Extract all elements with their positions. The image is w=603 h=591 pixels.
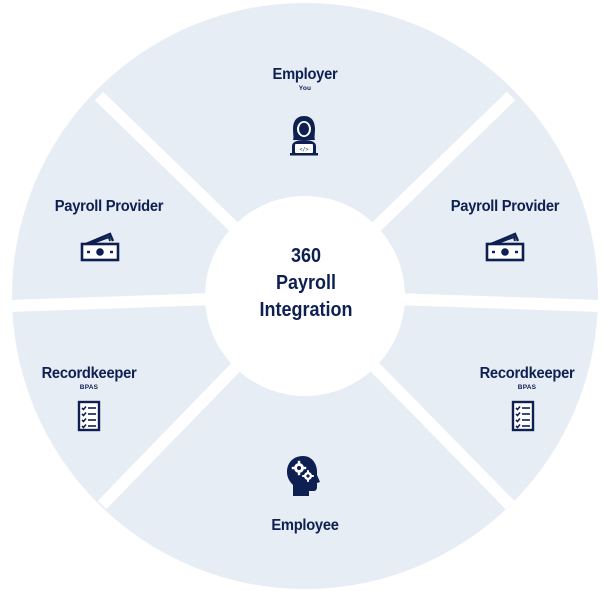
checklist-icon xyxy=(511,400,535,432)
segment-payroll-provider-left-title: Payroll Provider xyxy=(54,198,164,215)
segment-employee: Employee xyxy=(240,517,370,535)
segment-recordkeeper-left: Recordkeeper BPAS xyxy=(24,365,154,391)
segment-employer-title: Employer xyxy=(272,66,338,83)
center-line-3: Integration xyxy=(259,299,353,321)
center-label: 360 Payroll Integration xyxy=(221,243,392,324)
segment-employer-subtitle: You xyxy=(298,85,312,92)
center-line-1: 360 xyxy=(290,245,322,267)
segment-payroll-provider-right-title: Payroll Provider xyxy=(450,198,560,215)
segment-recordkeeper-right-title: Recordkeeper xyxy=(479,365,575,382)
segment-employer: Employer You xyxy=(240,66,370,92)
center-line-2: Payroll xyxy=(275,272,337,294)
segment-recordkeeper-left-title: Recordkeeper xyxy=(41,365,137,382)
segment-payroll-provider-left: Payroll Provider xyxy=(34,198,184,216)
segment-employee-title: Employee xyxy=(271,517,339,534)
segment-recordkeeper-right-subtitle: BPAS xyxy=(517,384,537,391)
money-stack-icon xyxy=(485,232,525,262)
segment-recordkeeper-right: Recordkeeper BPAS xyxy=(462,365,592,391)
checklist-icon xyxy=(77,400,101,432)
head-gears-icon xyxy=(287,456,320,496)
person-laptop-icon: </> xyxy=(290,116,318,156)
segment-recordkeeper-left-subtitle: BPAS xyxy=(79,384,99,391)
svg-text:</>: </> xyxy=(299,147,308,153)
segment-payroll-provider-right: Payroll Provider xyxy=(430,198,580,216)
money-stack-icon xyxy=(80,232,120,262)
center-circle xyxy=(205,196,405,396)
